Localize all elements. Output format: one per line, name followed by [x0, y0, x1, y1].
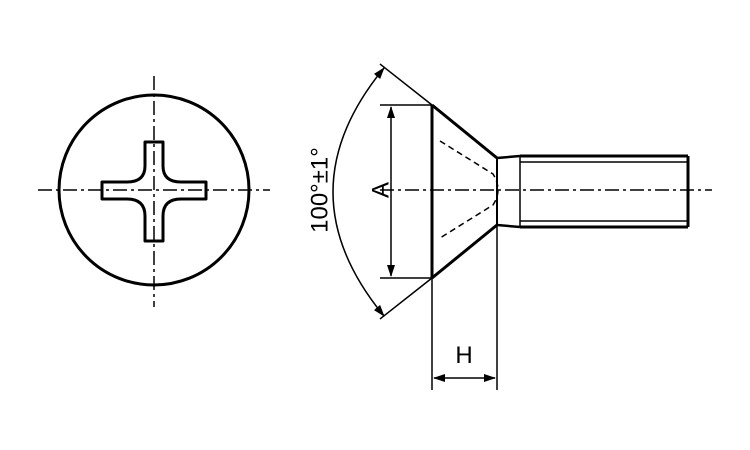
angle-extension-upper	[379, 63, 433, 106]
screw-side-view	[380, 103, 712, 280]
thread-chamfer-top	[496, 154, 521, 160]
dim-a-label: A	[367, 182, 394, 198]
angle-arc	[332, 67, 385, 317]
thread-chamfer-bottom	[496, 223, 521, 229]
dimension-angle: 100°±1°	[306, 63, 433, 320]
countersink-upper-edge	[431, 103, 498, 160]
hidden-recess-lines	[439, 140, 499, 239]
phillips-cross-recess	[100, 140, 208, 243]
dimension-diameter-a: A	[367, 104, 432, 279]
dimension-height-h: H	[431, 225, 498, 390]
angle-extension-lower	[379, 277, 433, 320]
dim-h-label: H	[455, 342, 472, 369]
angle-label: 100°±1°	[306, 147, 333, 233]
countersink-lower-edge	[431, 223, 498, 280]
head-top-view	[38, 76, 270, 307]
